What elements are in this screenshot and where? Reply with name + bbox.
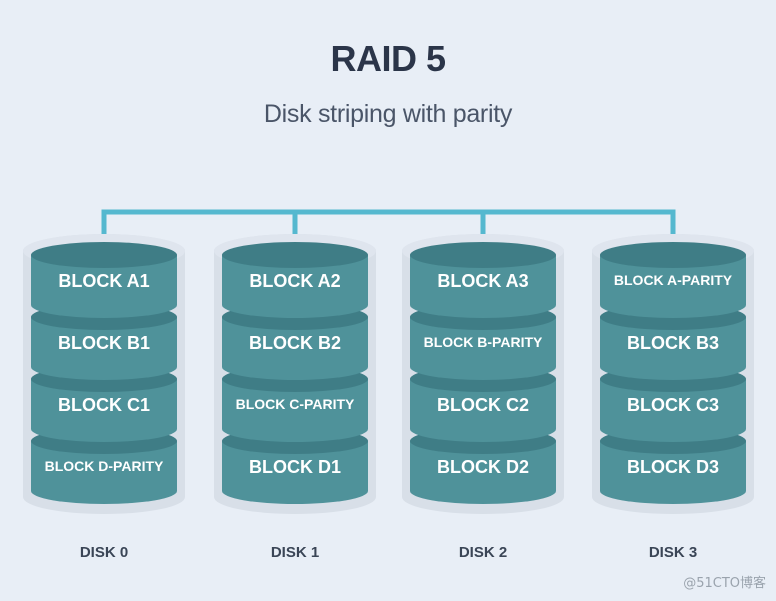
block-label: BLOCK A2 (249, 271, 340, 291)
block-top-3-0 (600, 242, 746, 268)
block-body-1-0 (222, 255, 368, 318)
block-label: BLOCK A-PARITY (614, 272, 733, 288)
block-label: BLOCK D1 (249, 457, 341, 477)
block-label: BLOCK C-PARITY (236, 396, 355, 412)
block-body-0-1 (31, 317, 177, 380)
block-label: BLOCK A3 (437, 271, 528, 291)
block-body-1-3 (222, 441, 368, 504)
block-label: BLOCK B3 (627, 333, 719, 353)
block-body-2-2 (410, 379, 556, 442)
block-body-0-2 (31, 379, 177, 442)
block-label: BLOCK D3 (627, 457, 719, 477)
block-body-2-3 (410, 441, 556, 504)
block-body-3-1 (600, 317, 746, 380)
disk-label: DISK 3 (649, 544, 697, 561)
block-body-0-0 (31, 255, 177, 318)
diagram-title: RAID 5 (330, 38, 446, 79)
block-label: BLOCK B-PARITY (424, 334, 543, 350)
diagram-subtitle: Disk striping with parity (263, 100, 513, 128)
block-label: BLOCK D-PARITY (45, 458, 164, 474)
disk-label: DISK 0 (80, 544, 128, 561)
block-label: BLOCK C1 (58, 395, 150, 415)
block-label: BLOCK B2 (249, 333, 341, 353)
block-top-0-0 (31, 242, 177, 268)
block-label: BLOCK A1 (58, 271, 149, 291)
block-body-1-1 (222, 317, 368, 380)
block-body-3-2 (600, 379, 746, 442)
block-body-2-1 (410, 317, 556, 380)
watermark: @51CTO博客 (683, 576, 766, 591)
block-body-3-0 (600, 255, 746, 318)
block-body-1-2 (222, 379, 368, 442)
block-label: BLOCK D2 (437, 457, 529, 477)
block-body-2-0 (410, 255, 556, 318)
block-label: BLOCK B1 (58, 333, 150, 353)
block-top-1-0 (222, 242, 368, 268)
block-body-3-3 (600, 441, 746, 504)
block-label: BLOCK C3 (627, 395, 719, 415)
disk-label: DISK 2 (459, 544, 507, 561)
disk-label: DISK 1 (271, 544, 319, 561)
block-label: BLOCK C2 (437, 395, 529, 415)
block-top-2-0 (410, 242, 556, 268)
block-body-0-3 (31, 441, 177, 504)
